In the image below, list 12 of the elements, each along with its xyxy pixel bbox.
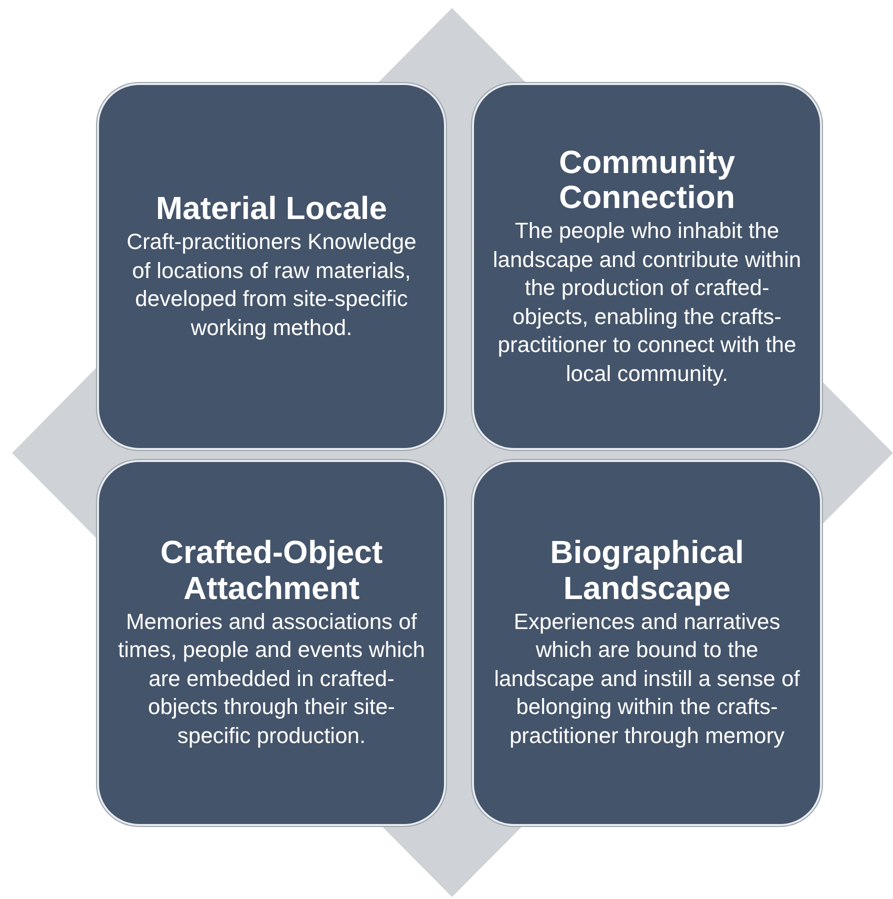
card-title: Biographical Landscape xyxy=(549,535,745,606)
card-description: Memories and associations of times, people and events which are embedded in crafted-objects through their site-specific production. xyxy=(117,608,426,750)
rounded-card xyxy=(97,460,446,826)
card-title: Community Connection xyxy=(558,144,736,215)
card-title: Material Locale xyxy=(156,190,388,226)
rounded-card xyxy=(472,460,822,826)
card-description: The people who inhabit the landscape and contribute within the production of crafted-objects, enabling the crafts-practitioner to connect with the local community. xyxy=(492,216,802,388)
rounded-card xyxy=(472,83,822,450)
rounded-card xyxy=(97,83,446,450)
card-description: Craft-practitioners Knowledge of locations of raw materials, developed from site-specific working method. xyxy=(126,228,418,342)
card-description: Experiences and narratives which are bound to the landscape and instill a sense of belonging within the crafts-practitioner through memory xyxy=(493,608,801,750)
card-title: Crafted-Object Attachment xyxy=(159,535,384,606)
